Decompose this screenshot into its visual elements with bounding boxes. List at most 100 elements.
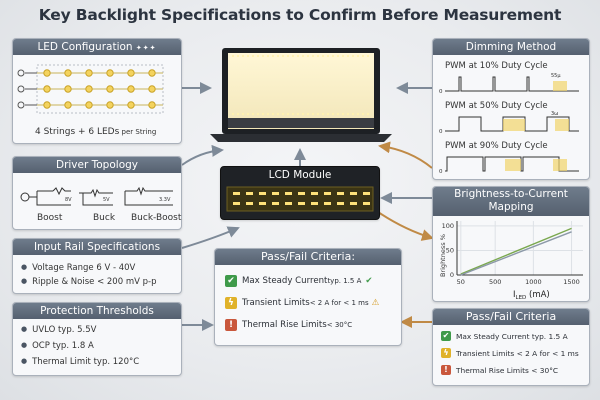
criteria-main: Thermal Rise Limits xyxy=(242,320,327,330)
led-dot xyxy=(64,85,72,93)
lcd-led xyxy=(324,202,331,205)
led-configuration-header: LED Configuration ✦✦✦ xyxy=(13,39,181,55)
pass-fail-right-panel: Pass/Fail Criteria ✔ Max Steady Current … xyxy=(432,308,590,386)
lcd-led xyxy=(246,202,253,205)
port-icon-1 xyxy=(17,69,25,77)
driver-label-buck-boost: Buck-Boost xyxy=(131,213,182,223)
pass-fail-center-header: Pass/Fail Criteria: xyxy=(215,249,401,265)
led-dot xyxy=(148,101,156,109)
lcd-led xyxy=(259,202,266,205)
led-dot xyxy=(43,69,51,77)
criteria-sub: < 2 A for < 1 ms xyxy=(309,299,369,307)
led-dot xyxy=(85,69,93,77)
lcd-led xyxy=(311,202,318,205)
port-icon-3 xyxy=(17,101,25,109)
pwm-tag-50: 3ω xyxy=(551,111,558,117)
chart-series-line-2 xyxy=(460,231,572,276)
lcd-led xyxy=(233,192,240,195)
criteria-sub: < 30°C xyxy=(326,321,353,329)
lcd-led xyxy=(233,202,240,205)
lcd-led xyxy=(285,192,292,195)
right-criteria-row-transient: ϟ Transient Limits < 2 A for < 1 ms xyxy=(441,348,579,358)
input-rail-panel: Input Rail Specifications Voltage Range … xyxy=(12,238,182,294)
dimming-row-10: PWM at 10% Duty Cycle xyxy=(445,61,548,71)
arrow-input-to-lcd xyxy=(181,226,240,249)
lcd-led xyxy=(363,202,370,205)
protection-header: Protection Thresholds xyxy=(13,303,181,319)
chart-xtick-label: 500 xyxy=(489,278,501,286)
led-dots xyxy=(37,69,163,109)
criteria-row-steady: ✔ Max Steady Current typ. 1.5 A ✔ xyxy=(225,275,373,287)
right-criteria-text: Max Steady Current typ. 1.5 A xyxy=(456,331,568,341)
criteria-main: Max Steady Current xyxy=(242,276,328,286)
pwm-tag-10: 55μ xyxy=(551,73,561,79)
criteria-row-transient: ϟ Transient Limits < 2 A for < 1 ms ⚠ xyxy=(225,297,379,309)
laptop-base xyxy=(210,134,392,142)
led-caption: 4 Strings + 6 LEDs per String xyxy=(35,127,156,137)
lcd-led-strips xyxy=(226,186,374,212)
led-dot xyxy=(64,69,72,77)
led-configuration-panel: LED Configuration ✦✦✦ 4 Strings + 6 LEDs… xyxy=(12,38,182,144)
arrow-dimming-to-lcd xyxy=(378,141,433,169)
xlabel-sub: LED xyxy=(516,295,527,301)
led-dot xyxy=(127,101,135,109)
right-criteria-text: Transient Limits < 2 A for < 1 ms xyxy=(456,348,579,358)
led-dot xyxy=(148,85,156,93)
source-icon xyxy=(20,192,30,202)
lcd-module: LCD Module xyxy=(220,166,380,220)
led-dot xyxy=(85,101,93,109)
dimming-row-50: PWM at 50% Duty Cycle xyxy=(445,101,548,111)
led-dot xyxy=(106,101,114,109)
lcd-led xyxy=(337,202,344,205)
port-icon-2 xyxy=(17,85,25,93)
protection-panel: Protection Thresholds UVLO typ. 5.5V OCP… xyxy=(12,302,182,376)
lcd-led xyxy=(350,202,357,205)
lcd-led xyxy=(272,202,279,205)
pwm-wave-90 xyxy=(445,156,579,172)
lcd-led xyxy=(324,192,331,195)
led-dot xyxy=(148,69,156,77)
check-mark-icon: ✔ xyxy=(365,276,373,286)
brightness-header: Brightness-to-Current Mapping xyxy=(433,187,589,216)
pwm-wave-50 xyxy=(445,116,579,132)
lightning-icon: ϟ xyxy=(225,297,237,309)
driver-topology-panel: Driver Topology 8V 5V 3.3V Boost Buck Bu… xyxy=(12,156,182,230)
check-icon: ✔ xyxy=(225,275,237,287)
lcd-led xyxy=(285,202,292,205)
driver-topology-header: Driver Topology xyxy=(13,157,181,173)
right-criteria-text: Thermal Rise Limits < 30°C xyxy=(456,365,559,375)
chart-ytick-label: 50 xyxy=(446,246,454,254)
led-dot xyxy=(106,85,114,93)
chart-xlabel: ILED (mA) xyxy=(513,290,550,301)
led-matrix xyxy=(17,64,164,114)
arrow-lcd-to-brightness xyxy=(377,211,434,241)
driver-v-label-3: 3.3V xyxy=(159,197,171,203)
pass-fail-center-panel: Pass/Fail Criteria: ✔ Max Steady Current… xyxy=(214,248,402,346)
lcd-led xyxy=(363,192,370,195)
alert-icon: ! xyxy=(441,365,451,375)
laptop-illustration xyxy=(210,48,392,142)
lcd-led xyxy=(311,192,318,195)
lightning-icon: ϟ xyxy=(441,348,451,358)
driver-circuits: 8V 5V 3.3V xyxy=(20,186,173,206)
pwm-zero-2: 0 xyxy=(439,129,443,135)
lcd-led xyxy=(337,192,344,195)
chart-ytick-label: 100 xyxy=(442,222,454,230)
dimming-method-header: Dimming Method xyxy=(433,39,589,55)
protection-item-ocp: OCP typ. 1.8 A xyxy=(21,341,94,351)
check-icon: ✔ xyxy=(441,331,451,341)
warning-icon: ⚠ xyxy=(371,298,380,308)
dimming-method-panel: Dimming Method PWM at 10% Duty Cycle PWM… xyxy=(432,38,590,180)
chart-ytick-label: 0 xyxy=(450,271,454,279)
criteria-sub: typ. 1.5 A xyxy=(327,277,362,285)
led-dot xyxy=(85,85,93,93)
led-dot xyxy=(43,101,51,109)
led-configuration-title: LED Configuration xyxy=(37,41,133,53)
pwm-zero-1: 0 xyxy=(439,89,443,95)
chart-xtick-label: 50 xyxy=(457,278,465,286)
led-dot xyxy=(127,69,135,77)
driver-label-boost: Boost xyxy=(37,213,63,223)
right-criteria-row-steady: ✔ Max Steady Current typ. 1.5 A xyxy=(441,331,568,341)
